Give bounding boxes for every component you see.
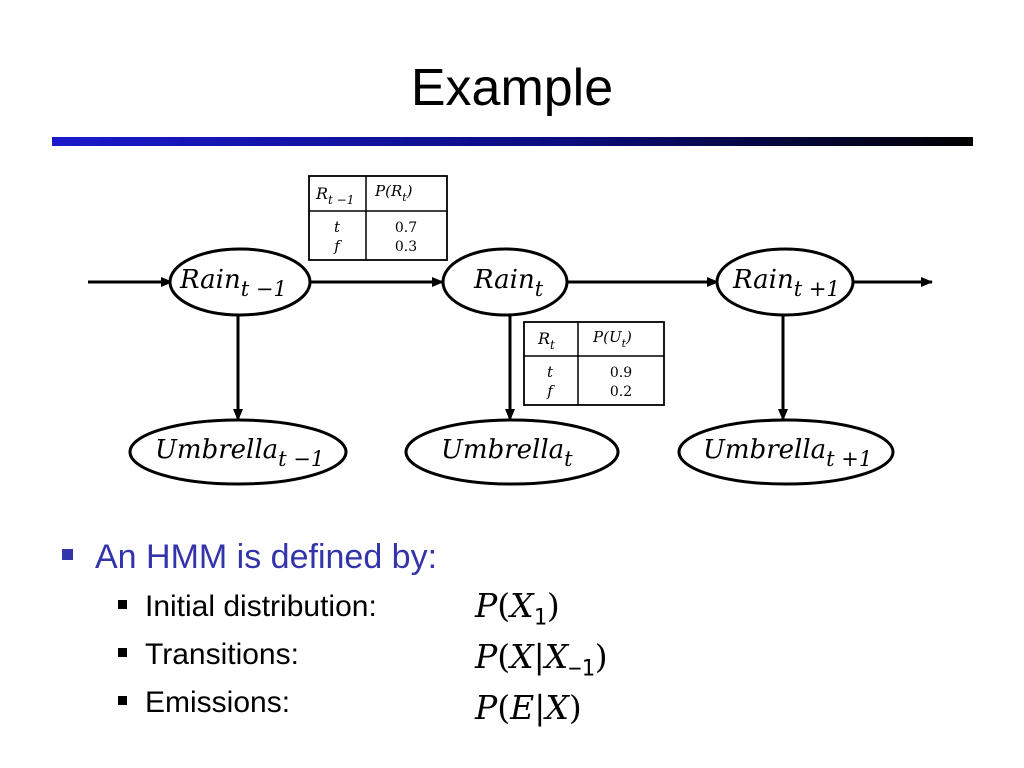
bullet-square-icon [118, 648, 127, 657]
transition-row-1-prob: 0.7 [395, 220, 417, 236]
math-emissions: P(E|X) [475, 688, 582, 727]
bullet-square-icon [62, 549, 73, 560]
bullet-square-icon [118, 600, 127, 609]
emission-row-1-prob: 0.9 [610, 365, 632, 381]
node-rain-next [715, 247, 855, 317]
bullet-main-text: An HMM is defined by: [95, 538, 438, 576]
bullet-emissions-label: Emissions: [145, 686, 291, 719]
transition-row-1-cond: t [334, 218, 341, 236]
node-umbrella-t-label: Umbrellat [441, 435, 573, 471]
emission-row-1-cond: t [547, 363, 554, 381]
bullet-transitions-label: Transitions: [145, 638, 299, 671]
math-initial: P(X1) [475, 586, 560, 631]
math-transitions: P(X|X−1) [475, 637, 608, 682]
page-title: Example [410, 59, 614, 117]
bullet-transitions: Transitions: [118, 638, 299, 672]
node-umbrella-next-label: Umbrellat +1 [703, 435, 872, 471]
transition-table: Rt −1 P(Rt) t 0.7 f 0.3 [308, 175, 448, 261]
title-rule [52, 137, 973, 146]
emission-row-2-cond: f [546, 382, 555, 400]
transition-table-head-left: Rt −1 [315, 184, 354, 207]
node-rain-t-label: Raint [473, 265, 544, 301]
emission-row-2-prob: 0.2 [610, 384, 632, 400]
node-umbrella-prev-label: Umbrellat −1 [155, 435, 324, 471]
node-rain-prev [168, 247, 312, 317]
node-umbrella-prev [128, 418, 348, 486]
bullet-initial-label: Initial distribution: [145, 590, 377, 623]
bullet-main: An HMM is defined by: [62, 538, 437, 577]
bullet-initial: Initial distribution: [118, 590, 377, 624]
transition-row-2-cond: f [333, 237, 342, 255]
node-rain-prev-label: Raint −1 [179, 265, 287, 301]
node-rain-next-label: Raint +1 [732, 265, 840, 301]
emission-table-head-right: P(Ut) [592, 328, 632, 350]
node-rain-t [441, 247, 569, 317]
bullet-square-icon [118, 696, 127, 705]
transition-table-head-right: P(Rt) [374, 182, 413, 204]
transition-row-2-prob: 0.3 [395, 239, 417, 255]
node-umbrella-next [677, 418, 895, 486]
node-umbrella-t [404, 418, 620, 486]
bullet-emissions: Emissions: [118, 686, 290, 720]
emission-table-head-left: Rt [537, 329, 555, 352]
emission-table: Rt P(Ut) t 0.9 f 0.2 [523, 321, 665, 406]
